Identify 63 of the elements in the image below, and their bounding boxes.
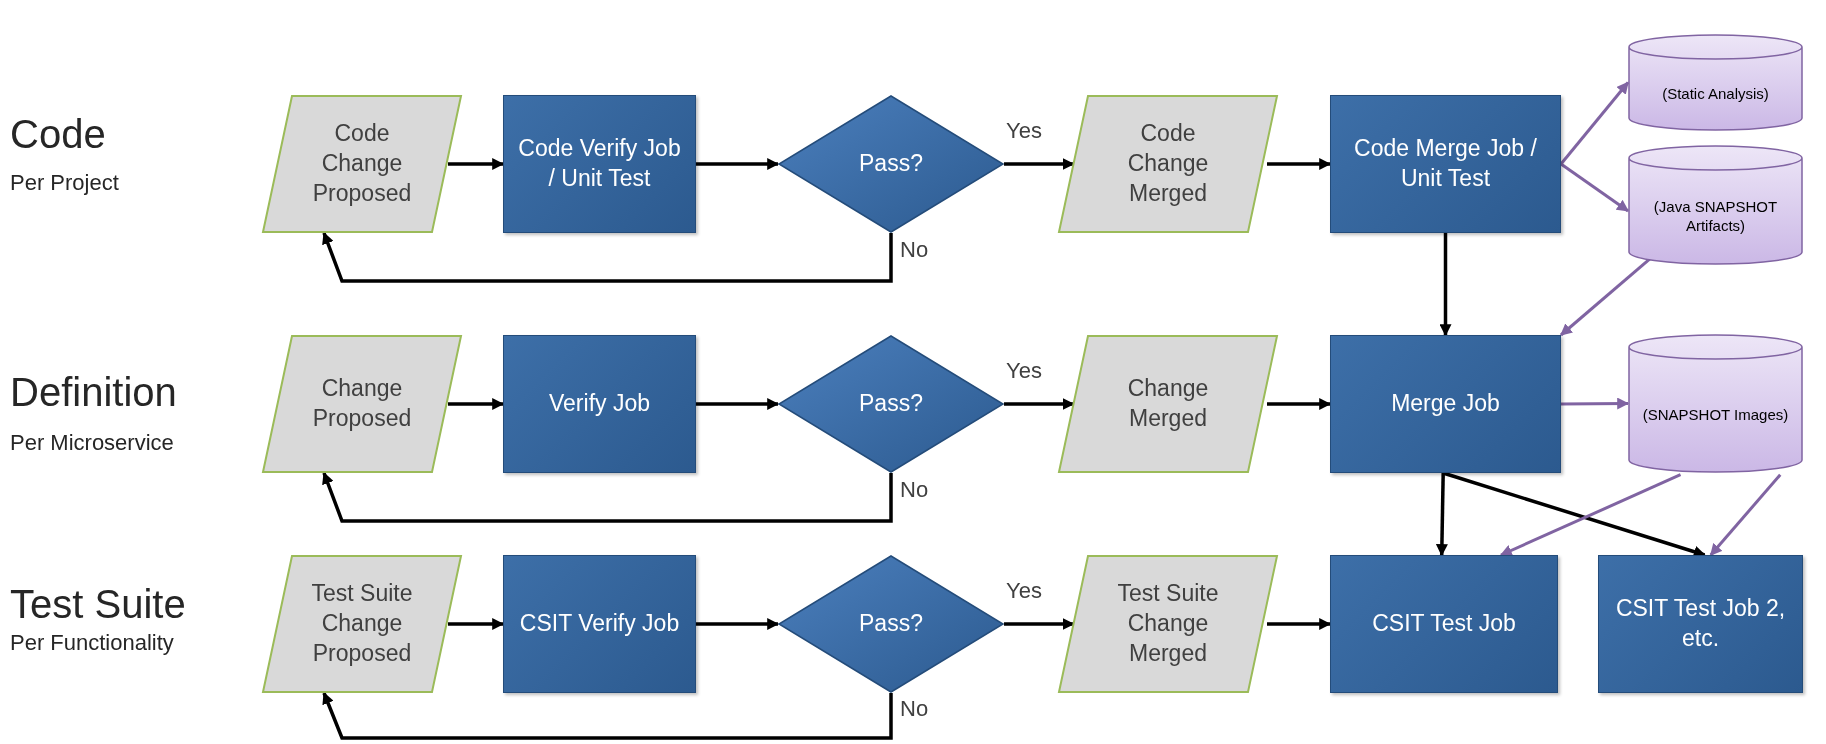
arrow xyxy=(1267,618,1332,630)
node-label: CSIT Test Job 2, etc. xyxy=(1614,594,1787,653)
arrow xyxy=(696,398,780,410)
node-label: Pass? xyxy=(859,149,923,179)
arrow xyxy=(322,691,893,740)
arrow xyxy=(448,618,505,630)
process-box xyxy=(503,335,696,473)
node-label: Code Change Proposed xyxy=(311,119,413,208)
node-label: CSIT Verify Job xyxy=(519,609,680,639)
decision-diamond xyxy=(778,555,1004,693)
arrow xyxy=(1561,397,1630,410)
storage-description: (Static Analysis) xyxy=(1662,83,1769,104)
process-box xyxy=(1330,555,1558,693)
storage-description: (Java SNAPSHOT Artifacts) xyxy=(1652,196,1779,236)
data-parallelogram xyxy=(262,95,462,233)
arrow xyxy=(448,158,505,170)
node-label: Pass? xyxy=(859,389,923,419)
process-box xyxy=(503,95,696,233)
storage-description: (SNAPSHOT Images) xyxy=(1642,404,1789,425)
node-label: Verify Job xyxy=(549,389,650,419)
node-label: CSIT Test Job xyxy=(1372,609,1516,639)
arrow xyxy=(322,471,893,523)
data-parallelogram xyxy=(1058,555,1278,693)
node-label: Change Merged xyxy=(1126,374,1210,433)
process-box xyxy=(1330,335,1561,473)
row-subheading: Per Project xyxy=(10,170,119,196)
node-label: Change Proposed xyxy=(311,374,413,433)
arrow xyxy=(1560,162,1629,213)
arrow xyxy=(1559,81,1630,165)
node-label: Test Suite Change Merged xyxy=(1116,579,1220,668)
arrow xyxy=(696,618,780,630)
row-heading: Code xyxy=(10,112,106,157)
decision-diamond xyxy=(778,95,1004,233)
data-parallelogram xyxy=(262,335,462,473)
row-heading: Test Suite xyxy=(10,582,186,627)
arrow xyxy=(448,398,505,410)
database-cylinder xyxy=(1628,35,1803,130)
process-box xyxy=(503,555,696,693)
arrow xyxy=(1709,473,1782,556)
database-cylinder xyxy=(1628,335,1803,472)
arrow xyxy=(1499,473,1682,557)
process-box xyxy=(1330,95,1561,233)
node-label: Code Change Merged xyxy=(1126,119,1210,208)
node-label: Pass? xyxy=(859,609,923,639)
arrow xyxy=(696,158,780,170)
node-label: Code Merge Job / Unit Test xyxy=(1353,134,1538,193)
data-parallelogram xyxy=(262,555,462,693)
row-heading: Definition xyxy=(10,370,177,415)
node-label: Code Verify Job / Unit Test xyxy=(517,134,682,193)
row-subheading: Per Microservice xyxy=(10,430,174,456)
data-parallelogram xyxy=(1058,335,1278,473)
data-parallelogram xyxy=(1058,95,1278,233)
node-label: Merge Job xyxy=(1391,389,1500,419)
arrow xyxy=(1439,233,1452,337)
row-subheading: Per Functionality xyxy=(10,630,174,656)
arrow xyxy=(1267,158,1332,170)
arrow xyxy=(322,231,893,283)
process-box xyxy=(1598,555,1803,693)
arrow xyxy=(1435,472,1448,557)
node-label: Test Suite Change Proposed xyxy=(310,579,414,668)
arrow xyxy=(1267,398,1332,410)
decision-diamond xyxy=(778,335,1004,473)
database-cylinder xyxy=(1628,146,1803,264)
